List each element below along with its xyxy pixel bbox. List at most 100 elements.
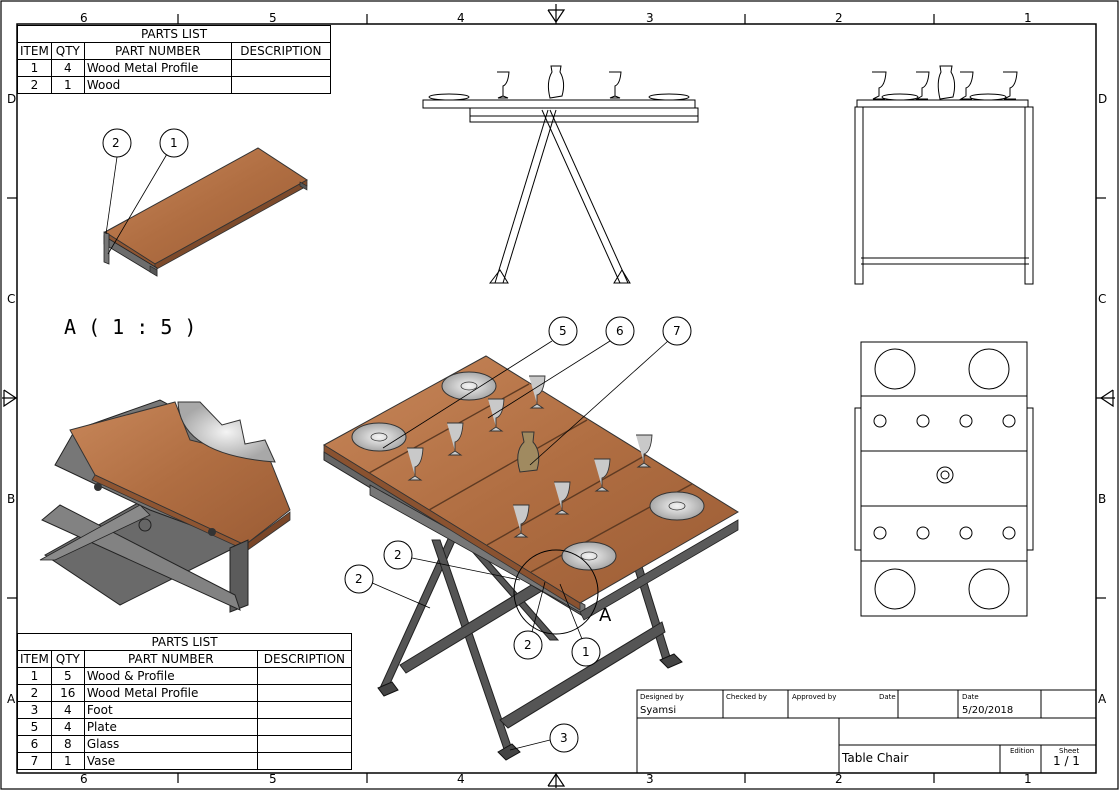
balloon-number: 1 (170, 136, 178, 150)
balloon-number: 2 (355, 572, 363, 586)
zone-left-b: B (7, 492, 16, 506)
header-item: ITEM (17, 650, 52, 668)
checked-by-label: Checked by (726, 693, 767, 701)
zone-bottom-3: 3 (646, 772, 654, 786)
balloon-number: 2 (112, 136, 120, 150)
zone-top-3: 3 (646, 11, 654, 25)
header-part-number: PART NUMBER (83, 650, 258, 668)
zone-top-5: 5 (269, 11, 277, 25)
zone-bottom-1: 1 (1024, 772, 1032, 786)
cell-desc (256, 752, 353, 770)
balloon-number: 2 (394, 548, 402, 562)
detail-marker-a: A (599, 605, 612, 626)
cell-qty: 8 (50, 735, 85, 753)
cell-part: Foot (83, 701, 258, 719)
parts-list-small: PARTS LIST ITEM QTY PART NUMBER DESCRIPT… (17, 25, 332, 94)
balloons-main-circles (344, 316, 692, 753)
zone-right-b: B (1098, 492, 1107, 506)
cell-qty: 16 (50, 684, 85, 702)
zone-top-2: 2 (835, 11, 843, 25)
detail-view-a-graphic (39, 399, 291, 613)
balloons-top-left-circles (102, 128, 189, 158)
cell-item: 7 (17, 752, 52, 770)
designed-by-value: Syamsi (640, 705, 677, 716)
parts-list-main-title: PARTS LIST (17, 633, 352, 651)
header-qty: QTY (50, 42, 85, 60)
cell-item: 2 (17, 76, 52, 94)
front-view (422, 65, 699, 284)
zone-top-1: 1 (1024, 11, 1032, 25)
parts-list-small-title: PARTS LIST (17, 25, 331, 43)
zone-left-d: D (7, 92, 17, 106)
date-value: 5/20/2018 (962, 705, 1014, 716)
date-label: Date (962, 693, 979, 701)
header-description: DESCRIPTION (256, 650, 353, 668)
zone-bottom-4: 4 (457, 772, 465, 786)
cell-qty: 4 (50, 59, 85, 77)
cell-desc (256, 667, 353, 685)
cell-item: 2 (17, 684, 52, 702)
drawing-title: Table Chair (842, 751, 909, 765)
isometric-assembly (323, 355, 739, 761)
zone-ticks (7, 14, 1106, 783)
centering-marks (2, 4, 1115, 788)
cell-item: 1 (17, 59, 52, 77)
cell-part: Glass (83, 735, 258, 753)
cell-desc (230, 59, 332, 77)
sheet-label: Sheet (1059, 747, 1080, 755)
zone-top-6: 6 (80, 11, 88, 25)
cell-desc (256, 701, 353, 719)
leader-lines-top-left (105, 153, 168, 255)
cell-qty: 1 (50, 76, 85, 94)
cell-qty: 4 (50, 718, 85, 736)
table-row: 3 4 Foot (17, 701, 353, 719)
balloon-number: 6 (616, 324, 624, 338)
balloon-number: 3 (560, 731, 568, 745)
table-row: 2 1 Wood (17, 76, 332, 94)
cell-qty: 5 (50, 667, 85, 685)
title-block-lines (636, 689, 1097, 774)
cell-desc (256, 718, 353, 736)
table-row: 1 4 Wood Metal Profile (17, 59, 332, 77)
cell-item: 3 (17, 701, 52, 719)
balloon-number: 1 (582, 645, 590, 659)
side-view (854, 65, 1034, 285)
cell-part: Plate (83, 718, 258, 736)
header-description: DESCRIPTION (230, 42, 332, 60)
table-row: 7 1 Vase (17, 752, 353, 770)
plan-view (854, 341, 1034, 617)
zone-bottom-2: 2 (835, 772, 843, 786)
cell-item: 5 (17, 718, 52, 736)
table-row: 6 8 Glass (17, 735, 353, 753)
header-qty: QTY (50, 650, 85, 668)
zone-top-4: 4 (457, 11, 465, 25)
leader-lines-main (369, 340, 669, 751)
zone-right-d: D (1098, 92, 1108, 106)
table-row: 5 4 Plate (17, 718, 353, 736)
detail-circle-a (513, 549, 599, 635)
header-item: ITEM (17, 42, 52, 60)
designed-by-label: Designed by (640, 693, 684, 701)
approved-by-label: Approved by (792, 693, 837, 701)
cell-part: Wood & Profile (83, 667, 258, 685)
detail-view-label: A ( 1 : 5 ) (64, 315, 197, 339)
edition-label: Edition (1010, 747, 1035, 755)
cell-part: Wood Metal Profile (83, 59, 232, 77)
parts-list-main: PARTS LIST ITEM QTY PART NUMBER DESCRIPT… (17, 633, 353, 770)
zone-bottom-6: 6 (80, 772, 88, 786)
zone-bottom-5: 5 (269, 772, 277, 786)
zone-left-c: C (7, 292, 16, 306)
cell-qty: 1 (50, 752, 85, 770)
header-part-number: PART NUMBER (83, 42, 232, 60)
zone-right-c: C (1098, 292, 1107, 306)
part-isometric-wood (103, 147, 308, 277)
cell-item: 1 (17, 667, 52, 685)
balloon-number: 2 (524, 638, 532, 652)
cell-part: Wood (83, 76, 232, 94)
zone-right-a: A (1098, 692, 1107, 706)
cell-qty: 4 (50, 701, 85, 719)
cell-desc (256, 735, 353, 753)
